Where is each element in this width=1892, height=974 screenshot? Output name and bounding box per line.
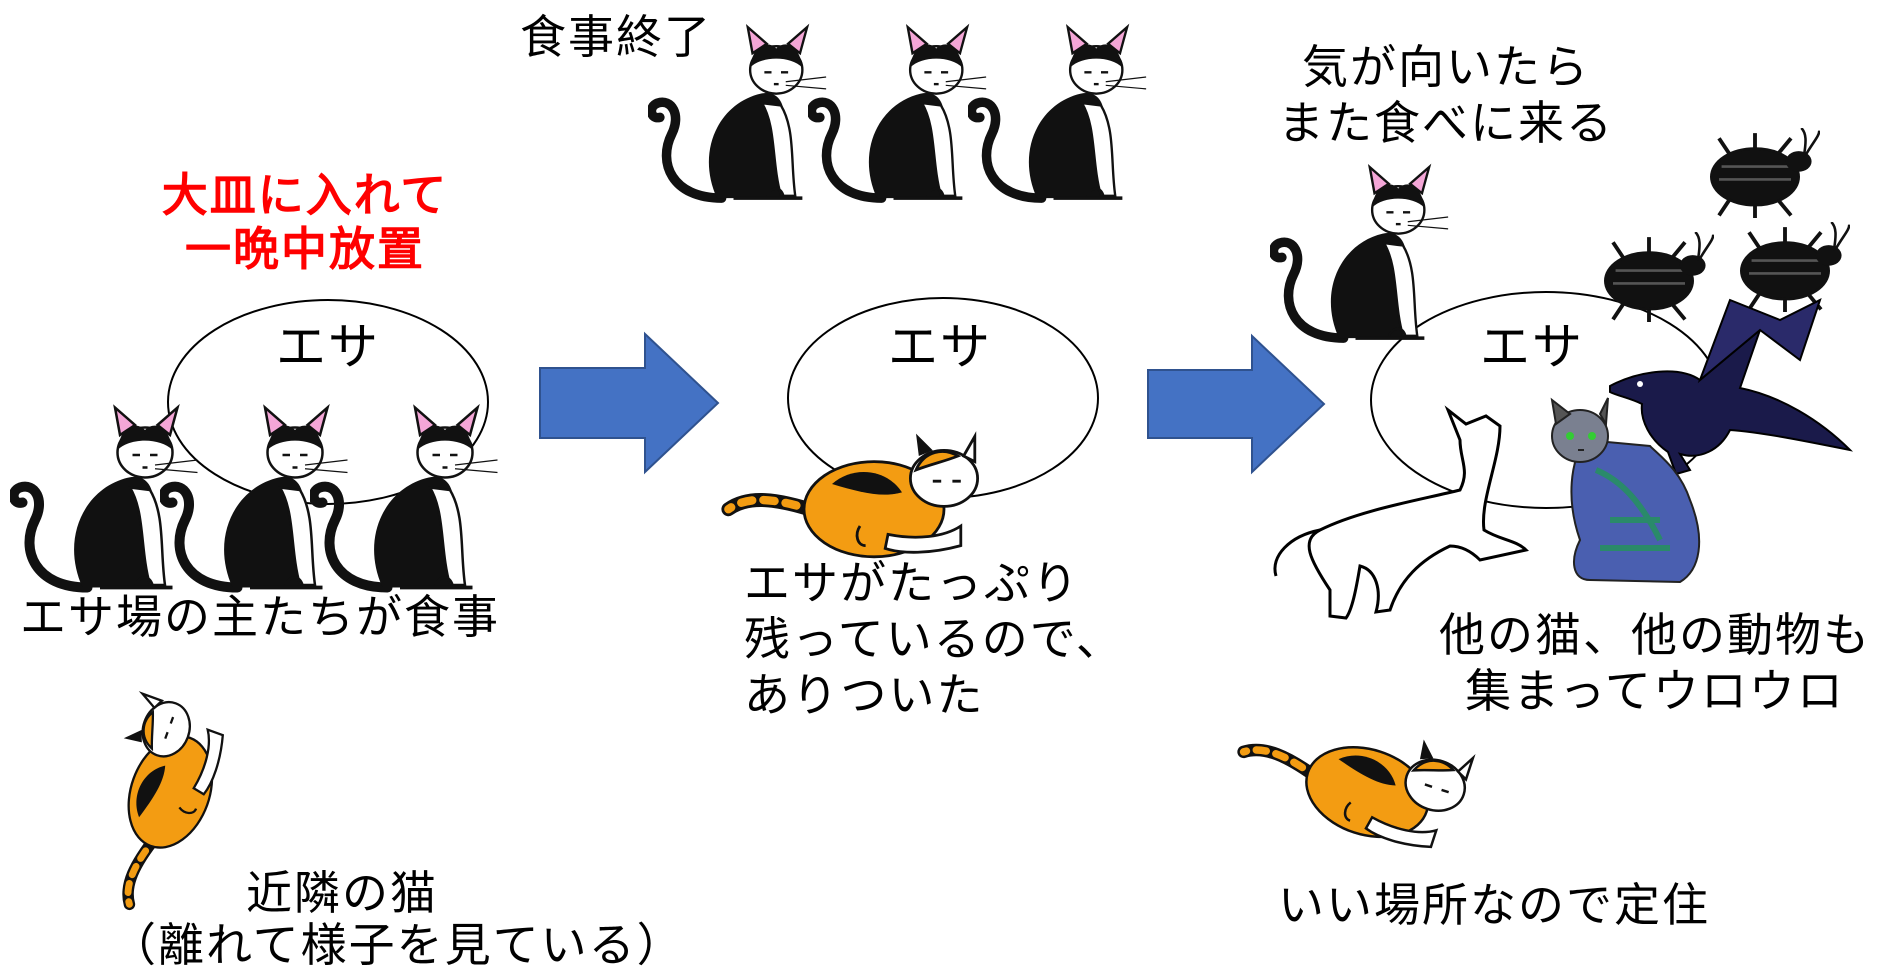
calico-cat-icon (71, 691, 236, 918)
scene2-caption-line-2: 残っているので、 (744, 612, 1124, 666)
food-bowl-1 (167, 299, 489, 505)
instruction-line-1: 大皿に入れて (161, 168, 449, 222)
bowl-label-3: エサ (1480, 318, 1584, 376)
arrow-right-icon (539, 331, 720, 475)
arrow-right-icon (1147, 333, 1326, 475)
black-white-cat-icon (971, 27, 1146, 198)
cockroach-icon (1709, 128, 1820, 218)
meal-finished-label: 食事終了 (520, 10, 712, 64)
scene2-caption-line-1: エサがたっぷり (744, 556, 1080, 610)
instruction-line-2: 一晩中放置 (185, 222, 425, 276)
scene3-caption-line-2: 集まってウロウロ (1465, 664, 1845, 718)
cockroach-icon (1739, 222, 1850, 312)
crow-icon (1609, 298, 1854, 476)
neighbor-cat-note: （離れて様子を見ている） (110, 918, 685, 972)
bowl-label-1: エサ (276, 318, 380, 376)
bowl-label-2: エサ (888, 318, 992, 376)
black-white-cat-icon (14, 408, 198, 588)
tabby-cat-icon (1550, 397, 1701, 584)
cockroach-icon (1603, 232, 1714, 322)
neighbor-cat-label: 近隣の猫 (246, 866, 438, 920)
scene3-top-line-2: また食べに来る (1278, 96, 1614, 150)
scene2-caption-line-3: ありついた (744, 668, 985, 722)
settled-label: いい場所なので定住 (1278, 878, 1710, 932)
black-white-cat-icon (811, 27, 986, 198)
white-cat-icon (1273, 405, 1530, 620)
black-white-cat-icon (1273, 167, 1448, 338)
scene3-caption-line-1: 他の猫、他の動物も (1439, 608, 1871, 662)
scene1-caption: エサ場の主たちが食事 (20, 590, 500, 644)
scene3-top-line-1: 気が向いたら (1302, 40, 1590, 94)
